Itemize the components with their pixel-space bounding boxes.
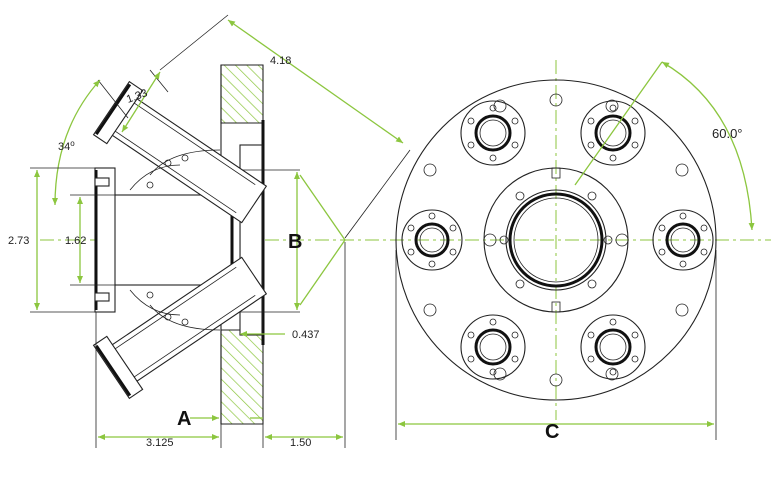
angle-ref-line <box>574 61 663 186</box>
port-flange-bottom-left <box>460 314 526 380</box>
dim-4-18: 4.18 <box>270 55 291 67</box>
port-flange-left <box>401 209 463 271</box>
dim-1-62: 1.62 <box>65 235 86 247</box>
front-view <box>365 60 771 440</box>
dim-2-73: 2.73 <box>8 235 29 247</box>
port-flange-top-right <box>580 100 646 166</box>
port-flange-bottom-right <box>580 314 646 380</box>
label-a: A <box>177 408 191 430</box>
web-holes <box>146 154 189 326</box>
label-c: C <box>545 421 559 443</box>
side-dimensions <box>30 14 411 448</box>
dim-34: 34o <box>58 139 75 153</box>
dim-0-437: 0.437 <box>292 329 320 341</box>
port-flange-top-left <box>460 100 526 166</box>
label-b: B <box>288 231 302 253</box>
dim-1-50: 1.50 <box>290 437 311 449</box>
angle-60-arc <box>661 61 755 231</box>
dim-60-deg: 60.0° <box>712 126 743 141</box>
side-view <box>40 64 380 425</box>
center-flange <box>483 167 629 313</box>
text-labels: 4.18 1.33 34o 2.73 1.62 B 0.437 A 3.125 … <box>8 55 743 449</box>
outer-disk <box>395 79 717 401</box>
dim-3-125: 3.125 <box>146 437 174 449</box>
